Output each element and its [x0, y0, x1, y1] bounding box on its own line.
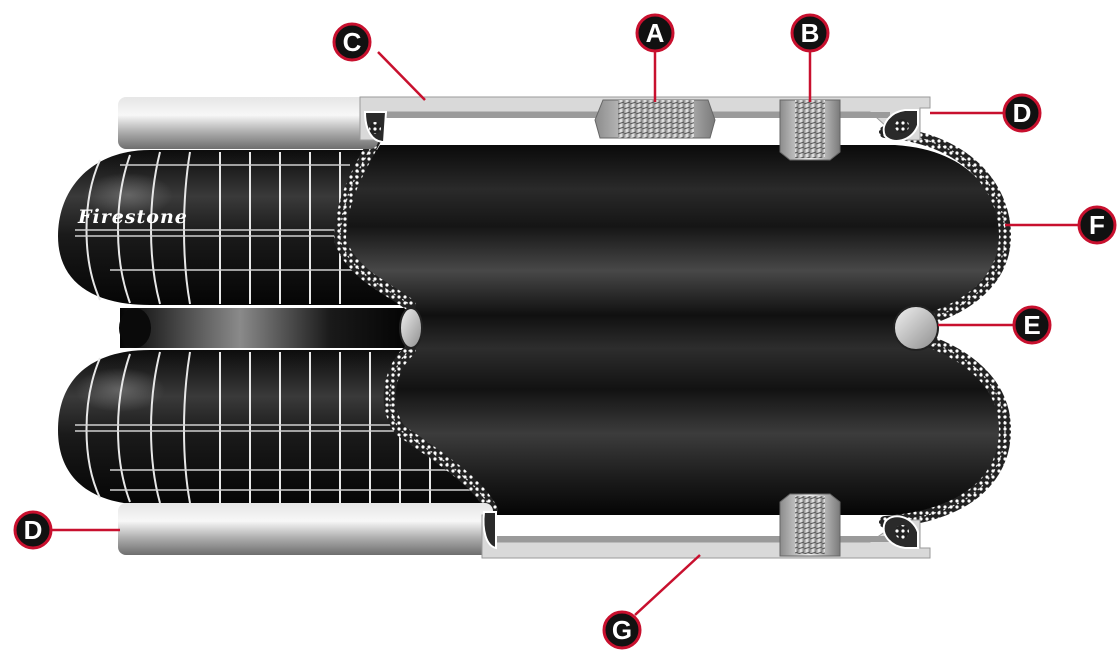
callout-D-bottom: D [13, 510, 53, 550]
callout-label: C [343, 27, 362, 57]
leader-lines [50, 48, 1082, 616]
brand-logo-text: Firestone [77, 206, 188, 228]
callout-F: F [1077, 205, 1117, 245]
air-fitting [594, 99, 716, 139]
callout-C: C [332, 22, 372, 62]
blind-nut-bottom [779, 493, 841, 557]
bellows-exterior: Firestone [58, 150, 490, 505]
callout-label: D [24, 515, 43, 545]
callout-label: G [612, 615, 632, 645]
callout-E: E [1012, 305, 1052, 345]
callout-G: G [602, 610, 642, 650]
callout-label: B [801, 18, 820, 48]
callout-label: A [646, 18, 665, 48]
callout-D-top: D [1002, 93, 1042, 133]
girdle-hoop-right [893, 305, 939, 351]
callout-A: A [635, 13, 675, 53]
callout-B: B [790, 13, 830, 53]
rubber-cord-wall [333, 126, 1012, 528]
bellows-interior-cutaway [345, 145, 1000, 515]
girdle-hoop-left [399, 307, 423, 349]
callout-label: E [1023, 310, 1040, 340]
callout-label: F [1089, 210, 1105, 240]
blind-nut-top [779, 99, 841, 161]
callout-label: D [1013, 98, 1032, 128]
